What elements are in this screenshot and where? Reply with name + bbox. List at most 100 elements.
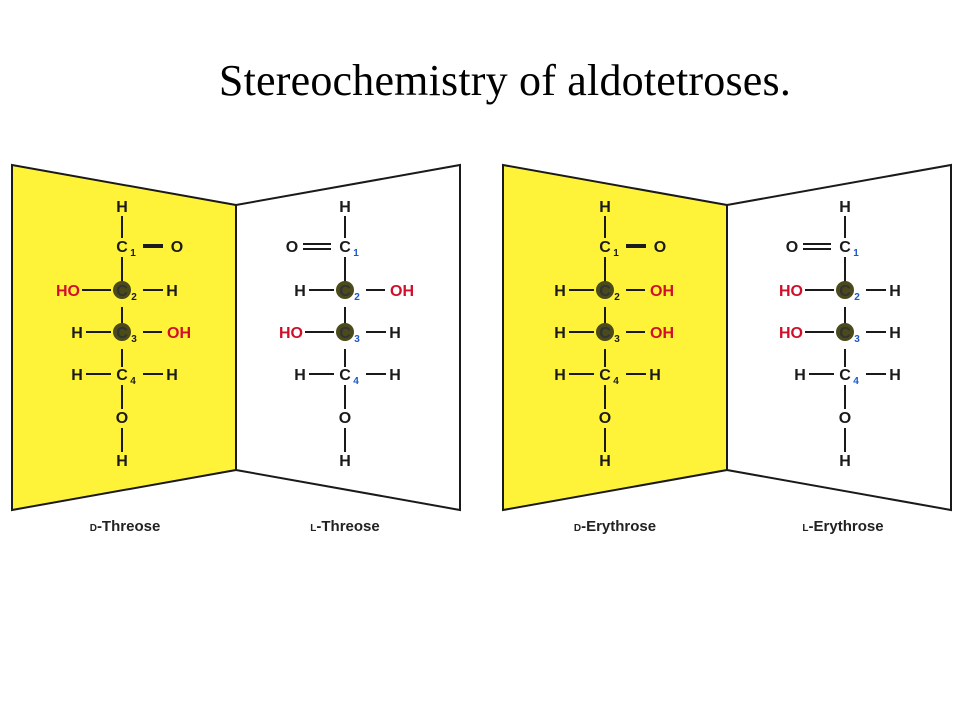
substituent-c4-right: H: [889, 367, 901, 384]
subscript-4: 4: [130, 376, 136, 387]
substituent-c3-right: OH: [650, 325, 674, 342]
atom-c1: C: [339, 239, 351, 256]
atom-c3: C: [339, 325, 351, 342]
substituent-c2-left: H: [294, 283, 306, 300]
atom-h-top: H: [116, 199, 128, 216]
caption-prefix: L: [310, 523, 316, 534]
chiral-center-c3: [836, 323, 854, 341]
substituent-c3-left: HO: [279, 325, 303, 342]
atom-c4: C: [116, 367, 128, 384]
subscript-4: 4: [353, 376, 359, 387]
caption-derythrose: D-Erythrose: [574, 518, 656, 535]
atom-o-bottom: O: [339, 410, 351, 427]
caption-suffix: -Threose: [316, 518, 379, 535]
subscript-3: 3: [854, 334, 860, 345]
substituent-c4-left: H: [71, 367, 83, 384]
substituent-c4-left: H: [554, 367, 566, 384]
subscript-1: 1: [353, 248, 359, 259]
subscript-4: 4: [853, 376, 859, 387]
atom-c4: C: [339, 367, 351, 384]
substituent-c4-right: H: [649, 367, 661, 384]
atom-h-bottom: H: [839, 453, 851, 470]
substituent-c4-left: H: [294, 367, 306, 384]
substituent-c3-left: H: [71, 325, 83, 342]
atom-c3: C: [839, 325, 851, 342]
atom-o-bottom: O: [116, 410, 128, 427]
substituent-c2-left: HO: [56, 283, 80, 300]
chiral-center-c3: [113, 323, 131, 341]
subscript-1: 1: [613, 248, 619, 259]
atom-c2: C: [339, 283, 351, 300]
caption-lerythrose: L-Erythrose: [802, 518, 883, 535]
atom-c1: C: [116, 239, 128, 256]
chiral-center-c2: [336, 281, 354, 299]
mirror-panels: [11, 163, 952, 512]
atom-o-carbonyl: O: [171, 239, 183, 256]
caption-prefix: D: [90, 523, 97, 534]
caption-suffix: -Erythrose: [809, 518, 884, 535]
atom-c2: C: [116, 283, 128, 300]
atom-c4: C: [839, 367, 851, 384]
subscript-2: 2: [614, 292, 620, 303]
subscript-3: 3: [614, 334, 620, 345]
subscript-3: 3: [131, 334, 137, 345]
atom-o-bottom: O: [839, 410, 851, 427]
substituent-c2-right: OH: [390, 283, 414, 300]
chiral-center-c3: [336, 323, 354, 341]
chiral-center-c3: [596, 323, 614, 341]
substituent-c4-left: H: [794, 367, 806, 384]
subscript-4: 4: [613, 376, 619, 387]
substituent-c2-left: H: [554, 283, 566, 300]
substituent-c4-right: H: [389, 367, 401, 384]
caption-dthreose: D-Threose: [90, 518, 161, 535]
atom-c3: C: [116, 325, 128, 342]
atom-h-bottom: H: [339, 453, 351, 470]
caption-suffix: -Erythrose: [581, 518, 656, 535]
substituent-c2-right: OH: [650, 283, 674, 300]
subscript-3: 3: [354, 334, 360, 345]
atom-o-carbonyl: O: [654, 239, 666, 256]
caption-suffix: -Threose: [97, 518, 160, 535]
substituent-c3-right: OH: [167, 325, 191, 342]
subscript-2: 2: [854, 292, 860, 303]
caption-lthreose: L-Threose: [310, 518, 379, 535]
atom-c4: C: [599, 367, 611, 384]
atom-o-bottom: O: [599, 410, 611, 427]
subscript-2: 2: [354, 292, 360, 303]
atom-c2: C: [599, 283, 611, 300]
atom-h-bottom: H: [116, 453, 128, 470]
chiral-center-c2: [596, 281, 614, 299]
atom-o-carbonyl: O: [286, 239, 298, 256]
substituent-c2-right: H: [166, 283, 178, 300]
page-title: Stereochemistry of aldotetroses.: [218, 56, 792, 105]
substituent-c3-right: H: [389, 325, 401, 342]
chiral-center-c2: [836, 281, 854, 299]
substituent-c4-right: H: [166, 367, 178, 384]
substituent-c2-right: H: [889, 283, 901, 300]
atom-c3: C: [599, 325, 611, 342]
substituent-c3-left: HO: [779, 325, 803, 342]
subscript-1: 1: [130, 248, 136, 259]
atom-h-bottom: H: [599, 453, 611, 470]
substituent-c2-left: HO: [779, 283, 803, 300]
atom-o-carbonyl: O: [786, 239, 798, 256]
subscript-2: 2: [131, 292, 137, 303]
substituent-c3-left: H: [554, 325, 566, 342]
chiral-center-c2: [113, 281, 131, 299]
atom-c1: C: [839, 239, 851, 256]
atom-c1: C: [599, 239, 611, 256]
caption-prefix: D: [574, 523, 581, 534]
atom-h-top: H: [339, 199, 351, 216]
atom-h-top: H: [599, 199, 611, 216]
subscript-1: 1: [853, 248, 859, 259]
atom-h-top: H: [839, 199, 851, 216]
substituent-c3-right: H: [889, 325, 901, 342]
caption-prefix: L: [802, 523, 808, 534]
